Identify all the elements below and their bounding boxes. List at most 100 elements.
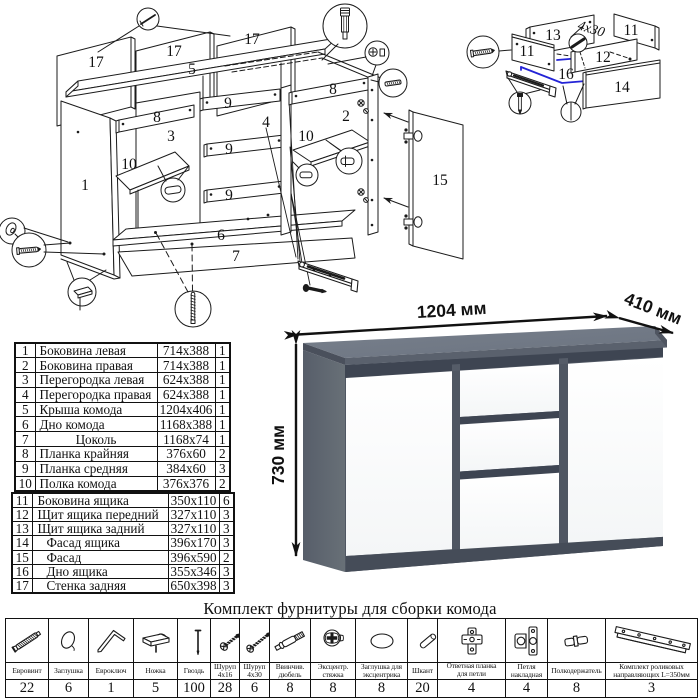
table-row: 13 Щит ящика задний 327x110 3 xyxy=(11,521,235,537)
table-row: 4 Перегородка правая 624x388 1 xyxy=(14,386,231,403)
part-name: Перегородка правая xyxy=(34,386,158,403)
table-row: 11 Боковина ящика 350x110 6 xyxy=(11,492,235,508)
part-size: 1204x406 xyxy=(156,401,216,418)
part-qty: 1 xyxy=(214,372,231,388)
part-number: 5 xyxy=(14,401,36,418)
part-number: 9 xyxy=(14,460,36,477)
exploded-dresser-diagram xyxy=(0,3,464,328)
bolt-callout xyxy=(321,3,368,61)
drawer-3 xyxy=(460,472,559,550)
part-number: 13 xyxy=(11,521,33,537)
drawer-back-12 xyxy=(556,38,638,74)
part-number: 10 xyxy=(14,475,36,492)
part-name: Фасад ящика xyxy=(31,535,169,551)
door-panel-15 xyxy=(403,109,464,260)
slide-rail xyxy=(505,70,557,98)
hardware-name-text: Шуруп 4x16 xyxy=(214,663,236,679)
part-qty: 1 xyxy=(214,416,231,433)
part-size: 376x376 xyxy=(156,475,216,492)
cam-screw-callout xyxy=(327,40,390,77)
hardware-name-text: Евроключ xyxy=(95,666,127,676)
plinth xyxy=(346,536,663,572)
part-number: 1 xyxy=(14,342,36,359)
part-size: 376x60 xyxy=(156,446,216,462)
part-name: Планка крайняя xyxy=(34,446,158,462)
part-number: 11 xyxy=(11,492,33,508)
cam-fitting xyxy=(357,99,369,114)
part-name: Боковина правая xyxy=(34,357,158,374)
screw-4x30-callout xyxy=(568,25,588,69)
hardware-name: Заглушка xyxy=(48,662,89,680)
part-number-label: 1 xyxy=(81,177,89,194)
part-name: Дно ящика xyxy=(31,563,169,579)
part-number-label: 4 xyxy=(262,114,270,131)
table-row: 15 Фасад 396x590 2 xyxy=(11,549,235,565)
table-row: 1 Боковина левая 714x388 1 xyxy=(14,342,231,359)
part-name: Цоколь xyxy=(34,431,158,448)
foot-callout xyxy=(66,261,107,311)
hardware-name: Ножка xyxy=(133,662,178,680)
part-name: Планка средняя xyxy=(34,460,158,477)
part-qty: 1 xyxy=(214,342,231,359)
hardware-name: Ответная планка для петли xyxy=(437,662,506,680)
wood-dowel-icon xyxy=(407,618,438,663)
table-row: 10 Полка комода 376x376 2 xyxy=(14,475,231,492)
hardware-name-text: Полкодержатель xyxy=(551,666,602,676)
drawer-1 xyxy=(460,364,559,417)
part-number-label: 10 xyxy=(298,128,314,145)
part-name: Стенка задняя xyxy=(31,577,169,594)
part-number-label: 9 xyxy=(225,141,233,158)
shelf-pin-callout xyxy=(325,139,363,175)
hardware-qty: 1 xyxy=(88,679,134,698)
euroscrew-callout xyxy=(11,232,106,268)
hardware-name: Евроключ xyxy=(88,662,134,680)
part-number-label: 14 xyxy=(614,79,630,96)
part-qty: 2 xyxy=(214,475,231,492)
euroscrew-callout xyxy=(466,35,512,69)
hinge-icon xyxy=(505,618,548,663)
part-qty: 3 xyxy=(214,460,231,477)
part-number: 6 xyxy=(14,416,36,433)
part-number: 17 xyxy=(11,577,33,594)
part-qty: 6 xyxy=(218,492,235,508)
hardware-name: Евровинт xyxy=(5,662,49,680)
table-row: 16 Дно ящика 355x346 3 xyxy=(11,563,235,579)
hinge-plate-icon xyxy=(437,618,506,663)
hardware-name: Шуруп 4x16 xyxy=(210,662,240,680)
part-qty: 3 xyxy=(218,521,235,537)
nail-icon xyxy=(177,618,211,663)
part-size: 650x398 xyxy=(167,577,220,594)
hardware-name-text: Ввинчив. дюбель xyxy=(275,663,305,679)
part-number: 7 xyxy=(14,431,36,448)
part-size: 1168x388 xyxy=(156,416,216,433)
plinth-7 xyxy=(117,237,356,277)
part-size: 624x388 xyxy=(156,372,216,388)
part-number-label: 2 xyxy=(342,108,350,125)
screw xyxy=(302,284,327,294)
hardware-name: Шуруп 4x30 xyxy=(239,662,270,680)
hardware-qty: 4 xyxy=(437,679,506,698)
screw-callout xyxy=(508,91,532,115)
part-number-label: 11 xyxy=(520,43,535,60)
part-name: Фасад xyxy=(31,549,169,565)
part-name: Перегородка левая xyxy=(34,372,158,388)
part-number-label: 16 xyxy=(558,66,574,83)
part-number: 16 xyxy=(11,563,33,579)
hardware-name: Эксцентр. стяжка xyxy=(310,662,356,680)
right-door xyxy=(568,357,663,543)
partition-4 xyxy=(280,84,292,236)
hardware-qty: 28 xyxy=(210,679,240,698)
dimension-arrows xyxy=(283,310,674,557)
drawer-groove-1 xyxy=(460,411,559,425)
dresser-left-side xyxy=(303,350,345,572)
part-size: 327x110 xyxy=(167,521,220,537)
part-qty: 3 xyxy=(218,506,235,523)
hardware-name: Заглушка для эксцентрика xyxy=(355,662,408,680)
slide-rail-icon xyxy=(605,618,698,663)
part-size: 714x388 xyxy=(156,357,216,374)
table-row: 6 Дно комода 1168x388 1 xyxy=(14,416,231,433)
nail-callout xyxy=(97,7,231,53)
part-number-label: 17 xyxy=(166,43,182,60)
